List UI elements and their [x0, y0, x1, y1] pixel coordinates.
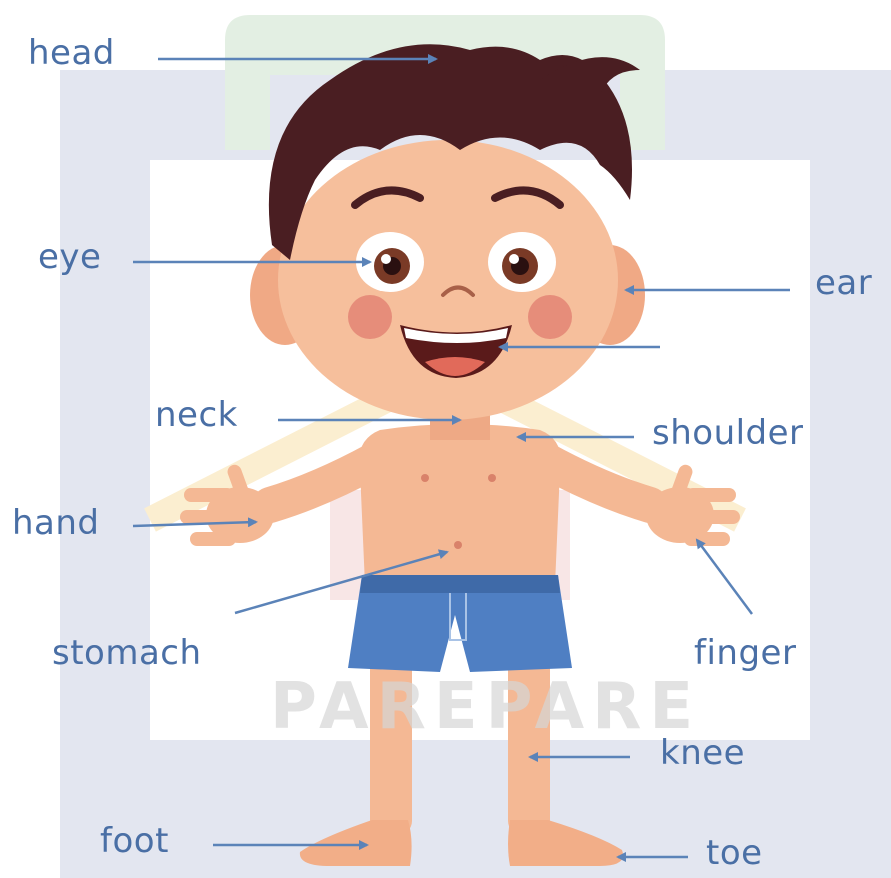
- label-foot: foot: [100, 824, 169, 858]
- label-ear: ear: [815, 266, 872, 300]
- label-neck: neck: [155, 398, 238, 432]
- label-toe: toe: [706, 836, 763, 870]
- label-stomach: stomach: [52, 636, 202, 670]
- watermark-text: PAREPARE: [270, 670, 701, 744]
- label-shoulder: shoulder: [652, 416, 804, 450]
- arrow-finger: [697, 540, 752, 614]
- label-hand: hand: [12, 506, 100, 540]
- label-head: head: [28, 36, 115, 70]
- label-knee: knee: [660, 736, 745, 770]
- label-eye: eye: [38, 240, 101, 274]
- label-finger: finger: [694, 636, 796, 670]
